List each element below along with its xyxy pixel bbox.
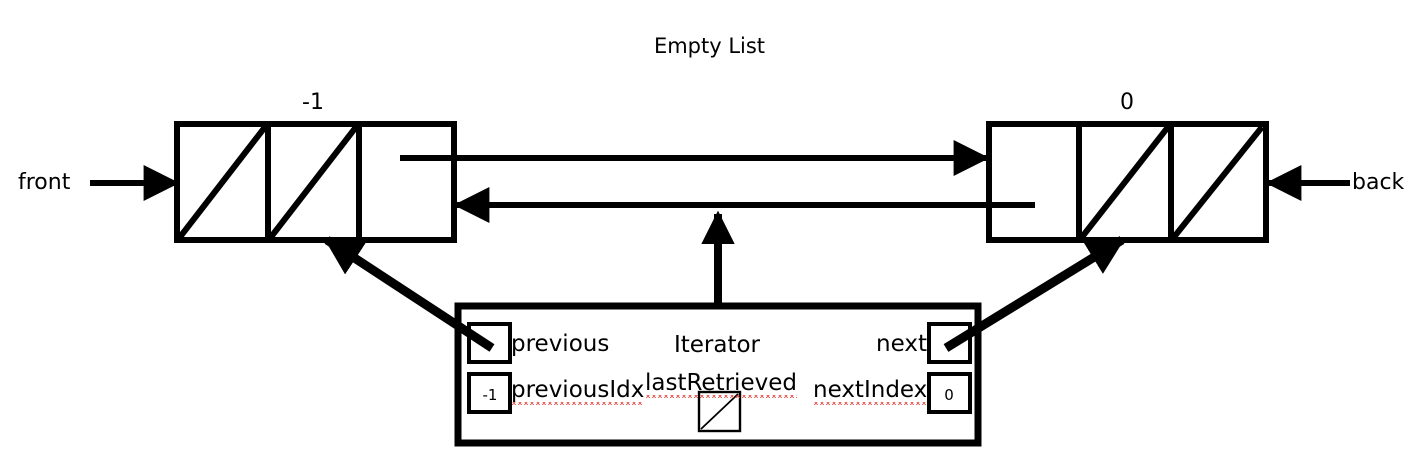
iterator-title: Iterator bbox=[673, 332, 761, 358]
iterator-next-arrow bbox=[943, 236, 1126, 352]
iterator-next-label: next bbox=[876, 331, 927, 357]
back-pointer-label: back bbox=[1352, 170, 1405, 195]
iterator-nextindex-label: nextIndex bbox=[813, 377, 928, 403]
iterator-previous-arrow bbox=[323, 236, 495, 352]
iterator-next-cell bbox=[927, 322, 972, 364]
iterator-previousidx-value: -1 bbox=[482, 386, 498, 404]
iterator-nextindex-value: 0 bbox=[944, 386, 954, 404]
node-right bbox=[986, 121, 1269, 243]
page-title: Empty List bbox=[653, 34, 766, 58]
node-left bbox=[174, 121, 457, 243]
iterator-previous-cell bbox=[467, 322, 512, 364]
iterator-previous-label: previous bbox=[511, 331, 610, 357]
node-right-index-label: 0 bbox=[1120, 90, 1134, 115]
front-pointer-label: front bbox=[18, 170, 71, 195]
iterator-previousidx-label: previousIdx bbox=[511, 377, 645, 403]
iterator-lastretrieved-label: lastRetrieved bbox=[645, 370, 797, 396]
node-left-index-label: -1 bbox=[302, 90, 324, 115]
